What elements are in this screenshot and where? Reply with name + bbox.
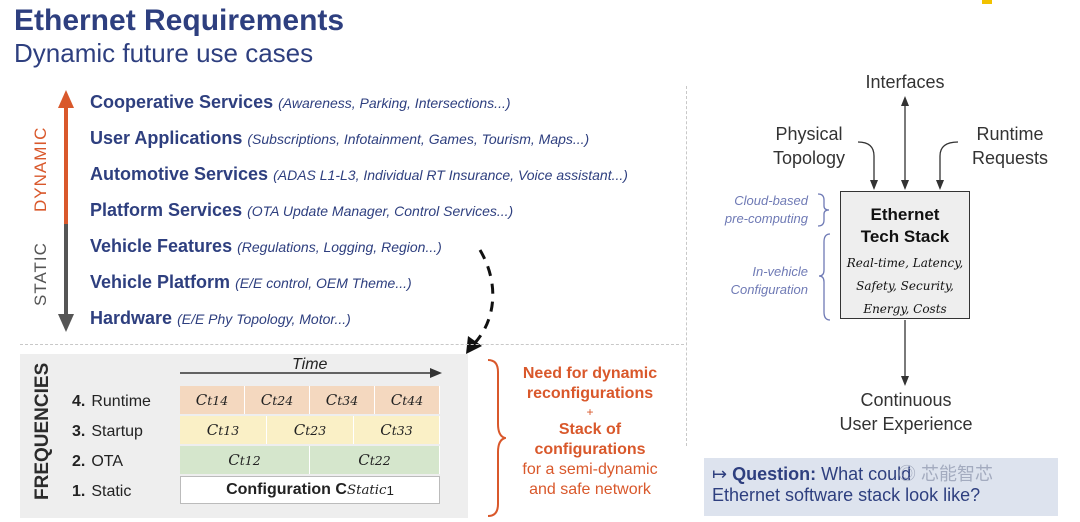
- layer-user-applications: User Applications (Subscriptions, Infota…: [90, 128, 590, 148]
- time-label: Time: [292, 356, 328, 373]
- time-arrow: [180, 368, 442, 378]
- layer-platform-services: Platform Services (OTA Update Manager, C…: [90, 200, 514, 220]
- question-box: ↦ Question: What could Ethernet software…: [704, 458, 1058, 516]
- frequencies-title: FREQUENCIES: [32, 362, 53, 500]
- page-subtitle: Dynamic future use cases: [14, 38, 314, 68]
- layer-hardware: Hardware (E/E Phy Topology, Motor...): [90, 308, 351, 328]
- need-dynamic-text: Need for dynamic reconfigurations + Stac…: [522, 365, 658, 498]
- dynamic-label: DYNAMIC: [31, 126, 50, 212]
- wechat-icon: ◎: [898, 464, 916, 484]
- logo-mark: [982, 0, 992, 4]
- layer-automotive-services: Automotive Services (ADAS L1-L3, Individ…: [90, 164, 628, 184]
- horizontal-separator: [20, 344, 684, 345]
- dynamic-static-axis: [58, 90, 74, 332]
- vertical-separator: [686, 86, 687, 446]
- orange-brace: [487, 359, 506, 517]
- watermark: ◎ 芯能智芯: [898, 464, 994, 484]
- curved-dashed-arrow: [466, 249, 495, 354]
- stack-arrows: [857, 96, 959, 386]
- logo-left: [912, 0, 974, 4]
- layer-vehicle-features: Vehicle Features (Regulations, Logging, …: [90, 236, 442, 256]
- page-title: Ethernet Requirements: [14, 4, 345, 37]
- freq-row-ota: 2.OTA: [72, 453, 124, 470]
- side-braces: [817, 193, 831, 321]
- freq-row-static: 1.Static: [72, 483, 132, 500]
- layer-vehicle-platform: Vehicle Platform (E/E control, OEM Theme…: [90, 272, 412, 292]
- static-label: STATIC: [31, 242, 50, 306]
- freq-row-startup: 3.Startup: [72, 423, 143, 440]
- node-interfaces: Interfaces: [865, 72, 945, 92]
- layer-cooperative-services: Cooperative Services (Awareness, Parking…: [90, 92, 511, 112]
- arrow-icon: ↦: [712, 464, 728, 484]
- freq-row-runtime: 4.Runtime: [72, 393, 151, 410]
